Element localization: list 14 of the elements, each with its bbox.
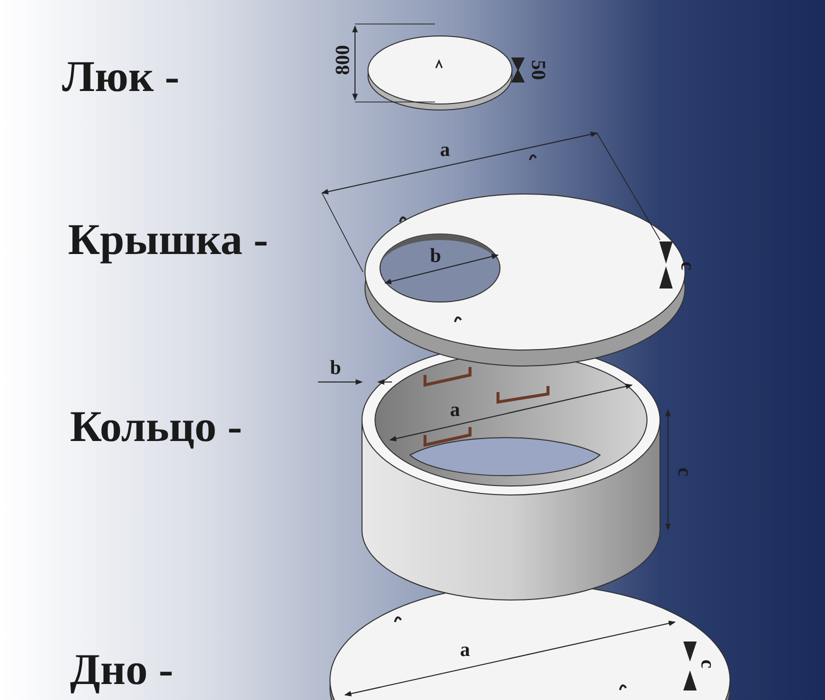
dimension-label: a: [450, 400, 460, 420]
dimension-label: a: [440, 140, 450, 160]
dimension-label: 800: [333, 45, 353, 75]
dimension-label: b: [430, 246, 442, 266]
part-name: Кольцо -: [70, 405, 242, 449]
dimension-label: c: [697, 660, 718, 668]
dimension-label: c: [677, 262, 698, 270]
part-name: Дно -: [70, 648, 174, 692]
dimension-label: b: [330, 358, 342, 378]
dimension-label: c: [674, 468, 694, 476]
dimension-label: 50: [528, 60, 548, 80]
dimension-label: a: [460, 640, 470, 660]
part-name: Люк -: [62, 55, 180, 99]
part-name: Крышка -: [68, 218, 268, 262]
